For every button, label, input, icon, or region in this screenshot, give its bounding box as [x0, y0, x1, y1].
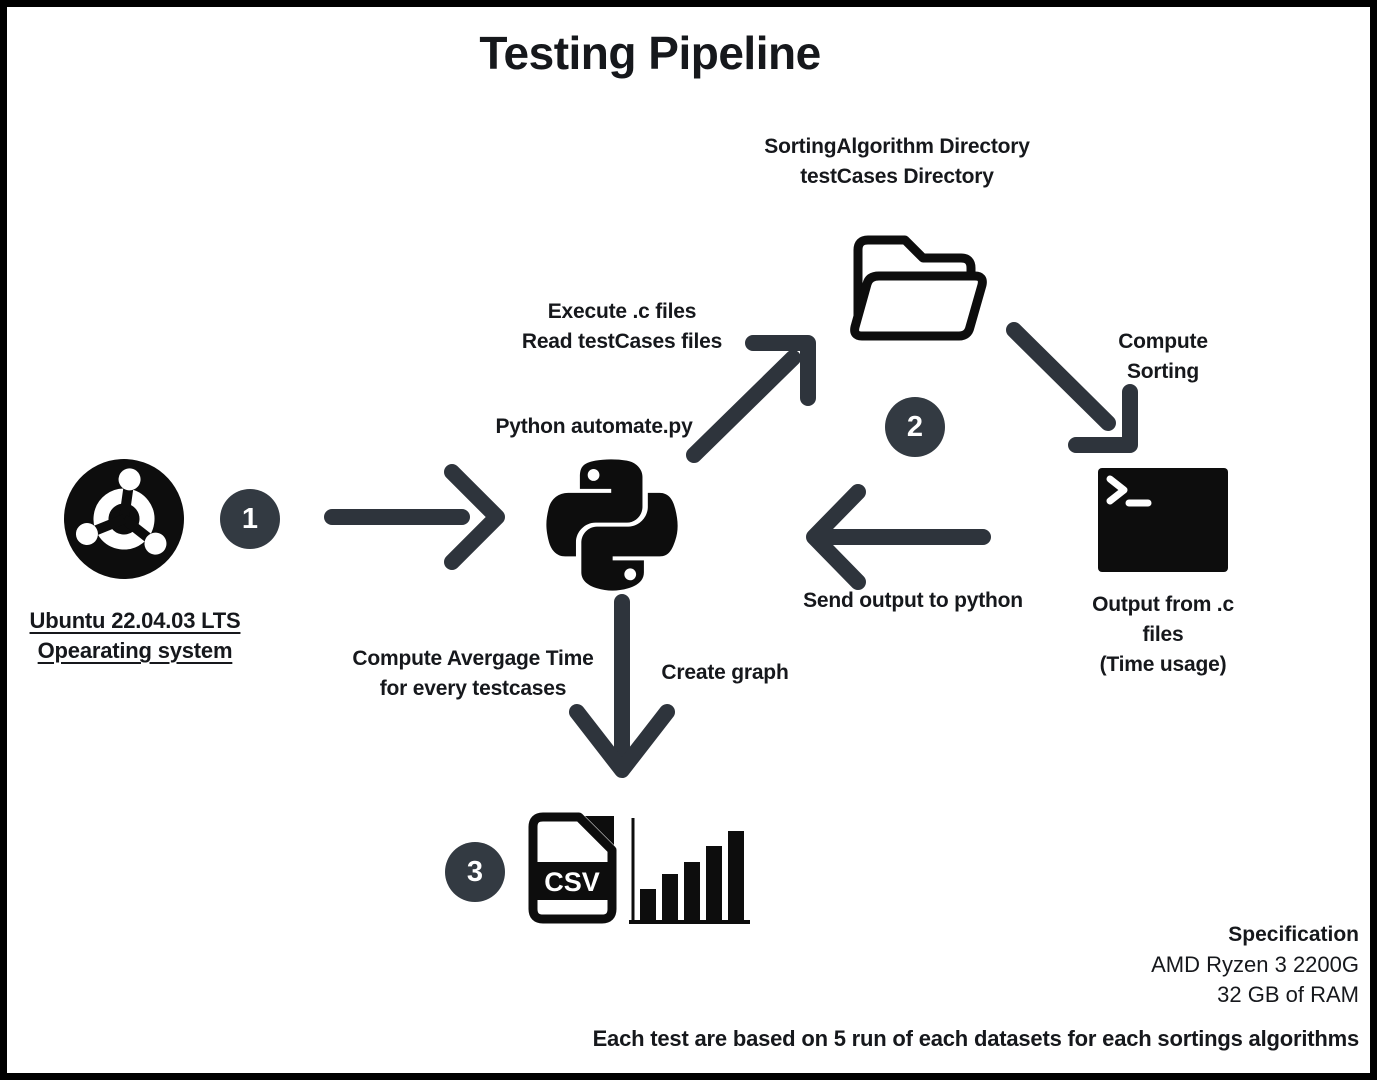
folded-corner-icon — [585, 816, 614, 845]
terminal-icon — [1098, 468, 1228, 572]
bar-chart-icon — [629, 818, 750, 924]
arrow-directory-to-terminal — [1006, 322, 1138, 453]
step-3-badge: 3 — [445, 842, 505, 902]
prompt-icon — [1106, 475, 1152, 507]
label-line: Execute .c files — [547, 300, 697, 323]
ubuntu-label: Ubuntu 22.04.03 LTS Opearating system — [30, 606, 241, 666]
open-folder-icon — [850, 235, 987, 341]
badge-number: 1 — [241, 502, 259, 535]
label-line: Compute Avergage Time — [352, 647, 594, 670]
label-line: (Time usage) — [1099, 653, 1227, 676]
label-line: Read testCases files — [521, 330, 723, 353]
arrow-python-to-results — [569, 594, 675, 778]
label-line: Ubuntu 22.04.03 LTS — [29, 608, 241, 633]
csv-file-icon: CSV — [528, 812, 617, 924]
label-line: Sorting — [1126, 360, 1200, 383]
ubuntu-logo-icon — [64, 459, 184, 579]
label-line: Send output to python — [803, 589, 1023, 612]
arrow-python-to-directory — [686, 335, 816, 463]
label-line: Python automate.py — [495, 415, 693, 438]
footnote: Each test are based on 5 run of each dat… — [592, 1026, 1360, 1051]
directory-label: SortingAlgorithm Directory testCases Dir… — [764, 132, 1030, 192]
specification-line: 32 GB of RAM — [1217, 982, 1359, 1007]
specification-line: AMD Ryzen 3 2200G — [1151, 952, 1359, 977]
label-line: Opearating system — [37, 638, 233, 663]
label-line: Create graph — [661, 661, 789, 684]
create-graph-label: Create graph — [661, 658, 788, 688]
label-line: for every testcases — [379, 677, 567, 700]
arrow-terminal-to-python — [806, 484, 991, 590]
badge-number: 2 — [906, 410, 924, 443]
arrow-ubuntu-to-python — [324, 464, 505, 570]
step-1-badge: 1 — [220, 489, 280, 549]
label-line: SortingAlgorithm Directory — [764, 135, 1030, 158]
python-logo-icon — [546, 459, 678, 591]
compute-sorting-label: Compute Sorting — [1118, 327, 1208, 387]
page-title: Testing Pipeline — [479, 27, 821, 79]
label-line: Compute — [1118, 330, 1208, 353]
label-line: testCases Directory — [800, 165, 994, 188]
specification-heading: Specification — [1228, 923, 1359, 946]
badge-number: 3 — [466, 855, 484, 888]
terminal-output-label: Output from .c files (Time usage) — [1092, 590, 1234, 680]
python-label: Python automate.py — [495, 412, 692, 442]
step-2-badge: 2 — [885, 397, 945, 457]
csv-file-type-label: CSV — [544, 867, 600, 897]
execute-files-label: Execute .c files Read testCases files — [522, 297, 722, 357]
specification-block: Specification AMD Ryzen 3 2200G 32 GB of… — [1151, 920, 1359, 1010]
label-line: Output from .c — [1092, 593, 1234, 616]
label-line: files — [1142, 623, 1184, 646]
average-time-label: Compute Avergage Time for every testcase… — [352, 644, 593, 704]
send-output-label: Send output to python — [803, 586, 1023, 616]
